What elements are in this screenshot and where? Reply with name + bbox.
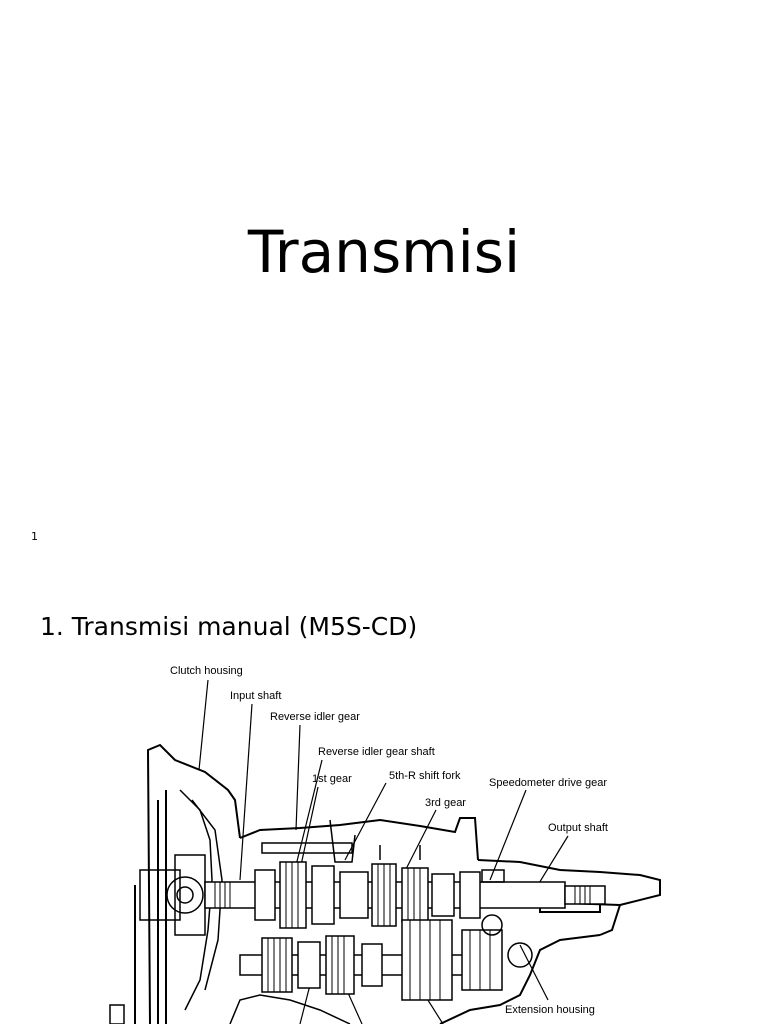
label-input-shaft: Input shaft <box>230 690 281 702</box>
transmission-diagram: Clutch housing Input shaft Reverse idler… <box>109 665 661 1024</box>
page-number: 1 <box>31 530 38 543</box>
section-heading: 1. Transmisi manual (M5S-CD) <box>40 612 418 641</box>
main-shaft-gears <box>254 861 481 929</box>
clutch-assembly <box>139 789 223 1011</box>
label-reverse-idler-gear-shaft: Reverse idler gear shaft <box>318 746 435 758</box>
slide-title: Transmisi <box>247 218 521 286</box>
label-clutch-housing: Clutch housing <box>170 665 243 677</box>
label-speedometer-drive-gear: Speedometer drive gear <box>489 777 607 789</box>
label-reverse-idler-gear: Reverse idler gear <box>270 711 360 723</box>
label-1st-gear: 1st gear <box>312 773 352 785</box>
label-output-shaft: Output shaft <box>548 822 608 834</box>
counter-shaft <box>239 919 503 1001</box>
label-extension-housing: Extension housing <box>505 1004 595 1016</box>
label-5th-r-shift-fork: 5th-R shift fork <box>389 770 461 782</box>
lower-housing <box>109 994 351 1024</box>
label-3rd-gear: 3rd gear <box>425 797 466 809</box>
shift-mechanism <box>261 819 533 968</box>
